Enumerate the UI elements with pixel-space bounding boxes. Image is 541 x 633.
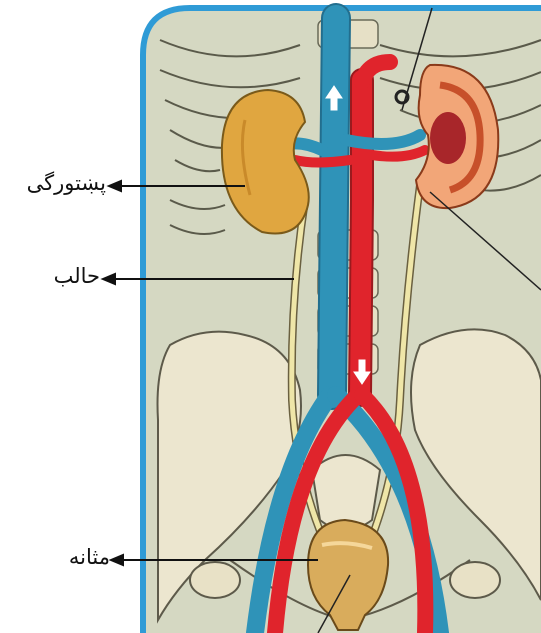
sacrum [312,455,380,530]
left-renal-artery [295,160,350,163]
ureter-label: حالب [54,266,100,287]
kidney-label: پښتورگی [27,173,106,194]
bladder-label: مثانه [69,547,110,568]
